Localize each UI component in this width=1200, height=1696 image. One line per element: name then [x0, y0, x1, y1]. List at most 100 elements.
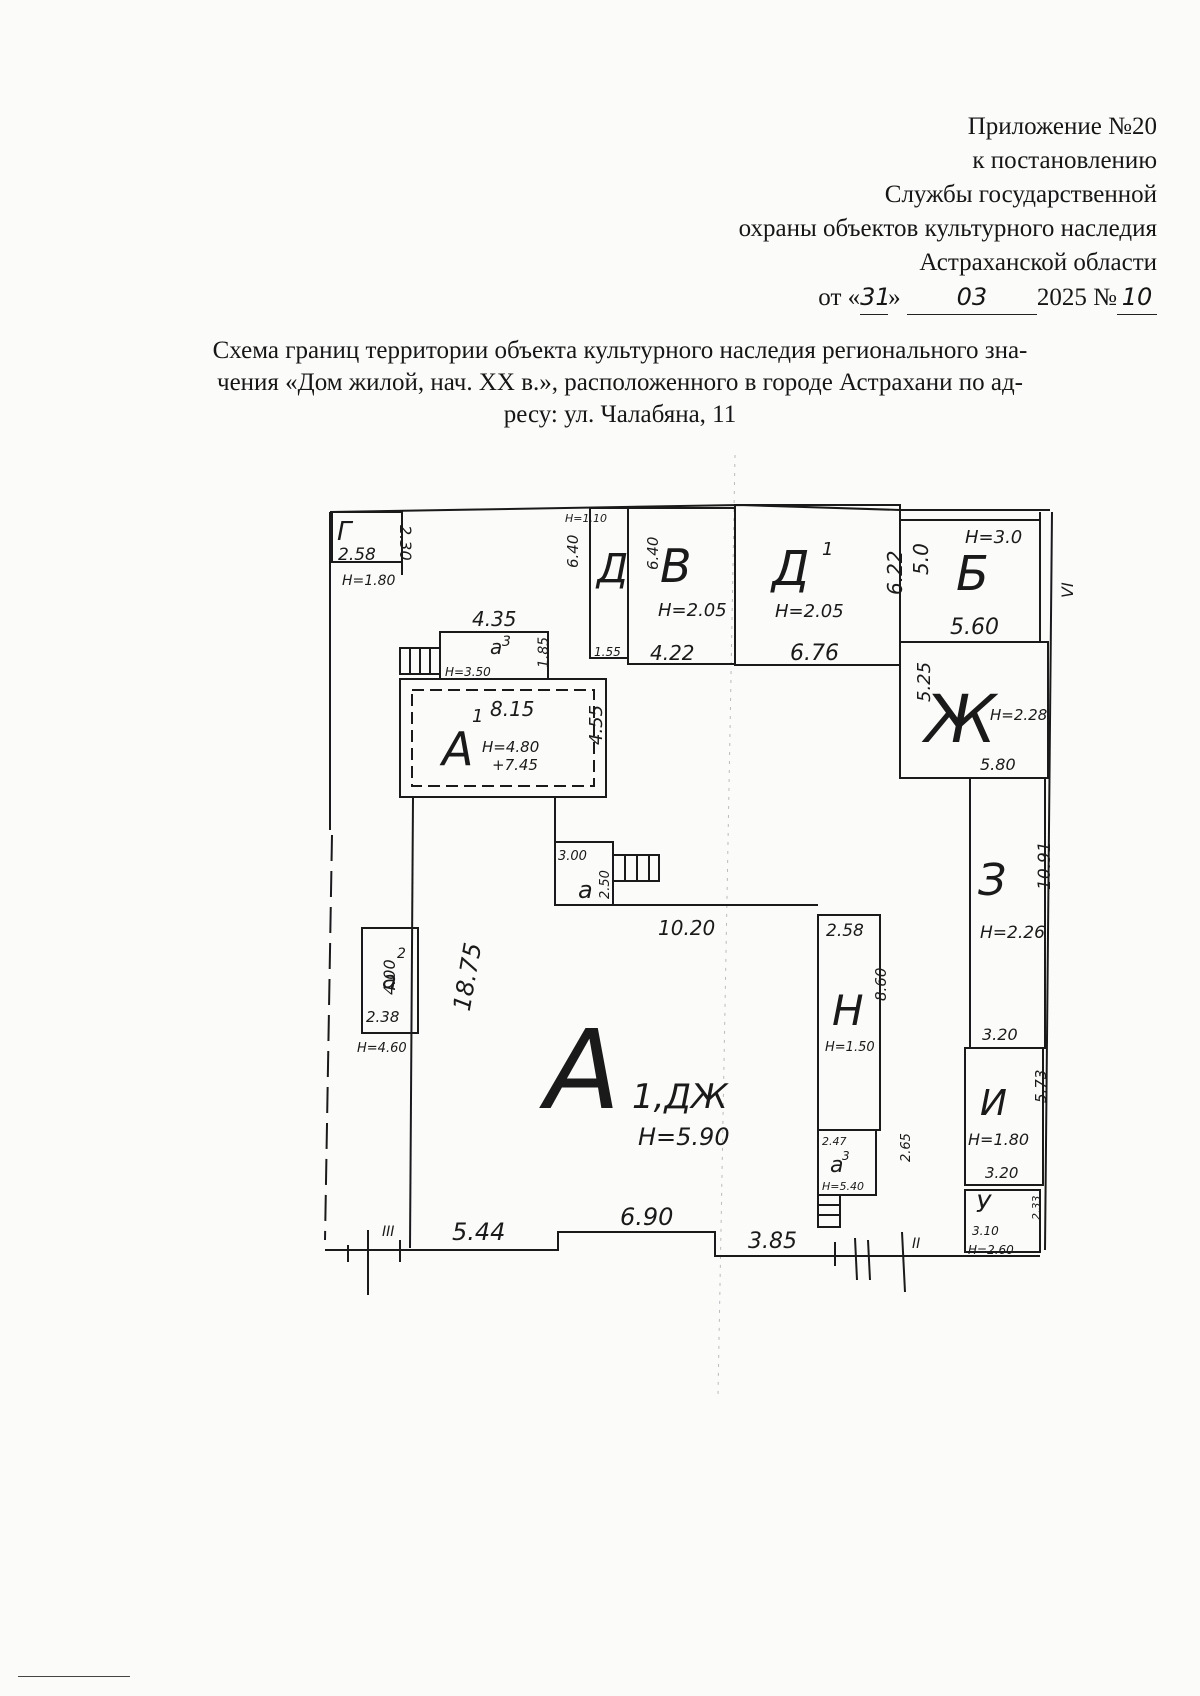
dim-u-hh: H=2.60 — [968, 1243, 1014, 1257]
dim-a4-w: 2.47 — [822, 1135, 847, 1148]
dim-u-w: 3.10 — [972, 1224, 999, 1238]
dim-b-w: 5.60 — [950, 615, 999, 640]
room-a1 — [399, 678, 607, 798]
dim-main-h: 18.75 — [448, 941, 488, 1014]
document-title: Схема границ территории объекта культурн… — [200, 335, 1040, 431]
dim-g-h: 2.30 — [396, 525, 415, 561]
room-label-main-sub: 1,ДЖ — [632, 1077, 729, 1117]
dim-a4-hh: H=5.40 — [822, 1180, 864, 1193]
wall-main-left — [409, 796, 414, 1249]
dim-bottom-3: 3.85 — [748, 1229, 797, 1254]
room-u — [964, 1189, 1041, 1253]
outer-wall-right — [1044, 511, 1053, 1251]
date-prefix: от « — [818, 284, 861, 311]
dim-n-hh: H=1.50 — [825, 1040, 875, 1055]
room-label-n: Н — [832, 986, 864, 1035]
dim-a3-w: 4.35 — [472, 607, 517, 631]
room-label-a-left: а — [382, 966, 397, 994]
dim-d1-hh: H=2.05 — [775, 601, 844, 622]
header-line: Астраханской области — [919, 249, 1157, 276]
room-label-a4: а — [830, 1153, 843, 1178]
title-line: чения «Дом жилой, нач. XX в.», расположе… — [217, 369, 1023, 396]
date-month: 03 — [906, 280, 1037, 315]
room-label-g: Г — [337, 517, 354, 547]
room-label-a3: а — [490, 635, 502, 659]
dim-i-hh: H=1.80 — [968, 1130, 1029, 1149]
room-label-zh: Ж — [921, 681, 999, 758]
title-line: ресу: ул. Чалабяна, 11 — [503, 401, 737, 428]
dim-a1-h: 4.55 — [586, 705, 607, 745]
section-marks — [347, 1230, 906, 1295]
dim-b-h: 5.0 — [909, 543, 933, 575]
outer-wall-top — [329, 503, 1050, 513]
dim-al-hh: H=4.60 — [357, 1041, 407, 1056]
room-label-i: И — [980, 1083, 1007, 1124]
dim-bottom-1: 5.44 — [452, 1218, 505, 1246]
room-label-b: Б — [956, 546, 989, 602]
dim-n-w: 2.58 — [826, 921, 864, 941]
dim-zh-h: 5.25 — [914, 662, 935, 702]
dim-n-h: 8.60 — [872, 968, 890, 1001]
dim-a4-h: 2.65 — [899, 1133, 914, 1162]
dim-main-hh: H=5.90 — [638, 1123, 730, 1151]
dim-v-w: 4.22 — [650, 641, 695, 665]
dim-d-bot: 1.55 — [594, 645, 621, 659]
dim-z-w: 3.20 — [982, 1025, 1018, 1044]
plan-walls — [324, 503, 1053, 1257]
dim-a2-h: 2.50 — [598, 870, 613, 899]
dim-zh-hh: H=2.28 — [990, 706, 1047, 724]
dim-a1-hh: H=4.80 — [482, 738, 539, 756]
appendix-header: Приложение №20 к постановлению Службы го… — [557, 110, 1157, 315]
room-label-d: Д — [595, 546, 628, 592]
section-mark-iii: III — [382, 1224, 394, 1240]
dim-g-w: 2.58 — [338, 545, 376, 565]
doc-number: 10 — [1117, 280, 1157, 315]
footer-rule — [18, 1676, 130, 1677]
dim-a1-w: 8.15 — [490, 697, 535, 721]
stairs-icon — [399, 647, 841, 1228]
dim-u-h: 2.33 — [1030, 1196, 1043, 1221]
room-label-a3-sup: 3 — [502, 634, 511, 650]
dim-z-hh: H=2.26 — [980, 923, 1045, 943]
date-day: 31 — [860, 280, 891, 315]
room-label-main: А — [539, 1006, 620, 1134]
room-a4 — [817, 1129, 877, 1196]
dim-a3-h: 1.85 — [536, 637, 552, 668]
dim-v-h: 6.40 — [644, 537, 662, 570]
dim-main-w: 10.20 — [658, 916, 715, 940]
header-line: к постановлению — [972, 147, 1157, 174]
room-label-a2: а — [578, 876, 593, 904]
header-line: охраны объектов культурного наследия — [738, 215, 1157, 242]
room-label-a4-sup: 3 — [842, 1149, 850, 1163]
dim-v-hh: H=2.05 — [658, 600, 727, 621]
room-z — [969, 777, 1046, 1049]
room-label-z: З — [978, 855, 1006, 906]
room-label-a-left-sup: 2 — [397, 946, 406, 962]
date-year: 2025 № — [1036, 284, 1117, 311]
dim-bottom-2: 6.90 — [620, 1203, 673, 1231]
dim-d-top: H=1.10 — [565, 512, 607, 525]
boundary-dashed-left — [324, 834, 333, 1241]
dim-d-h: 6.40 — [564, 535, 582, 568]
room-label-u: У — [976, 1190, 992, 1218]
center-guide-line — [717, 454, 736, 1396]
title-line: Схема границ территории объекта культурн… — [212, 337, 1028, 364]
appendix-number: Приложение №20 — [967, 113, 1157, 140]
outer-wall-bottom — [325, 1231, 1040, 1257]
room-label-a1-sup: 1 — [472, 706, 483, 727]
section-mark-vi: VI — [1058, 582, 1077, 598]
dim-b-hh: H=3.0 — [965, 527, 1022, 548]
room-i — [964, 1047, 1044, 1186]
dim-al-h: 4.00 — [380, 959, 399, 995]
dim-zh-w: 5.80 — [980, 755, 1016, 774]
dim-d1-h: 6.22 — [883, 550, 907, 595]
dim-i-h: 5.73 — [1032, 1070, 1050, 1103]
dim-z-h: 10.91 — [1035, 841, 1055, 890]
header-line: Службы государственной — [884, 181, 1157, 208]
dim-d1-w: 6.76 — [790, 641, 839, 666]
room-label-d1: Д — [770, 541, 810, 597]
date-mid: » — [888, 284, 901, 311]
room-zh — [899, 641, 1049, 779]
